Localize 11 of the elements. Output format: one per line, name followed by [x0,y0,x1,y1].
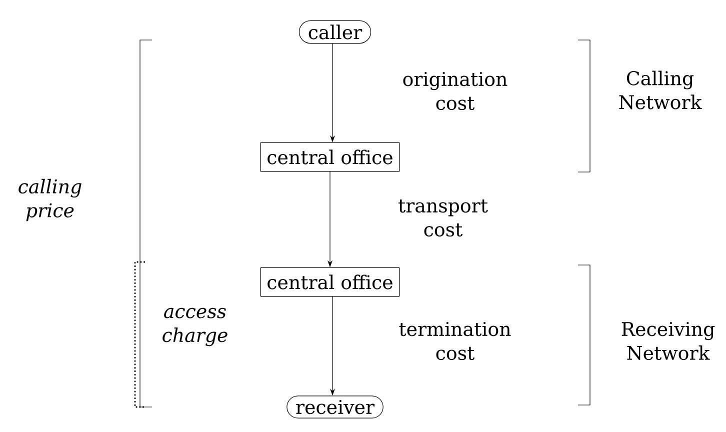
process-box: central office [260,142,400,172]
bracket-label: access charge [162,308,228,346]
edge-label: termination cost [399,322,511,360]
process-box: central office [260,267,400,297]
terminal-box: caller [298,20,372,44]
terminal-box: receiver [286,396,384,418]
edge-label: origination cost [403,72,508,110]
bracket-label: Receiving Network [622,322,715,360]
bracket-label: calling price [18,178,82,222]
bracket-label: Calling Network [619,70,702,110]
edge-label: transport cost [398,199,488,237]
